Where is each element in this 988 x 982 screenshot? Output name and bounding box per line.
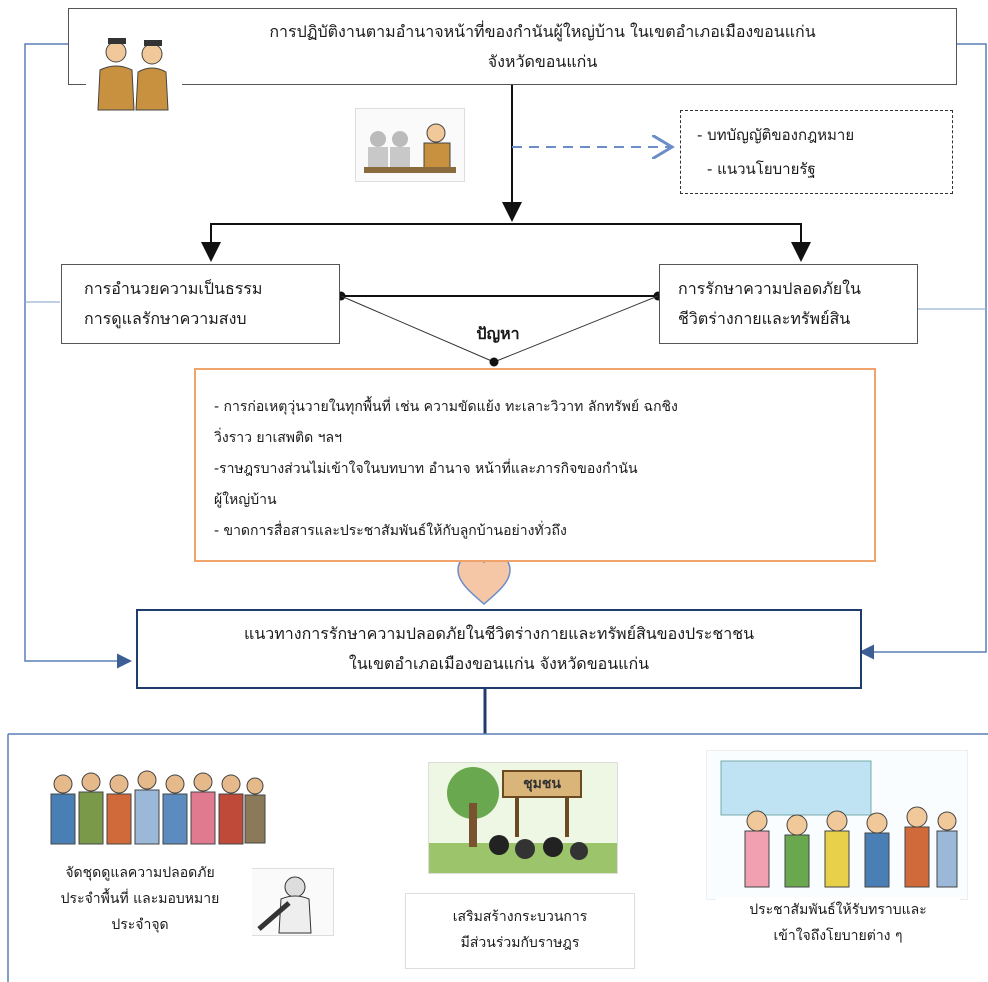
peace-line: การดูแลรักษาความสงบ bbox=[84, 309, 247, 328]
caption-3-line1: ประชาสัมพันธ์ให้รับทราบและ bbox=[749, 902, 927, 918]
caption-1-line2: ประจำพื้นที่ และมอบหมาย bbox=[60, 891, 220, 907]
problem-1-line1: - การก่อเหตุวุ่นวายในทุกพื้นที่ เช่น ควา… bbox=[214, 399, 678, 415]
guideline-box: แนวทางการรักษาความปลอดภัยในชีวิตร่างกายแ… bbox=[136, 609, 862, 689]
problems-box: - การก่อเหตุวุ่นวายในทุกพื้นที่ เช่น ควา… bbox=[194, 368, 876, 562]
guideline-line1: แนวทางการรักษาความปลอดภัยในชีวิตร่างกายแ… bbox=[244, 624, 754, 643]
problem-label: ปัญหา bbox=[476, 324, 520, 343]
meeting-icon bbox=[364, 123, 456, 173]
guideline-line2: ในเขตอำเภอเมืองขอนแก่น จังหวัดขอนแก่น bbox=[348, 654, 650, 673]
caption-public-relations: ประชาสัมพันธ์ให้รับทราบและ เข้าใจถึงโยบา… bbox=[716, 897, 960, 949]
justice-line: การอำนวยความเป็นธรรม bbox=[84, 279, 263, 298]
community-sign: ชุมชน bbox=[523, 776, 561, 792]
caption-3-line2: เข้าใจถึงโยบายต่าง ๆ bbox=[773, 928, 903, 944]
officials-icon bbox=[97, 38, 169, 111]
caption-2-line1: เสริมสร้างกระบวนการ bbox=[452, 909, 588, 925]
justice-peace-box: การอำนวยความเป็นธรรม การดูแลรักษาความสงบ bbox=[61, 264, 340, 344]
public-relations-illustration bbox=[706, 750, 968, 900]
law-item: - บทบัญญัติของกฎหมาย bbox=[697, 126, 855, 144]
top-box-line1: การปฏิบัติงานตามอำนาจหน้าที่ของกำนันผู้ใ… bbox=[269, 21, 816, 41]
officer-icon bbox=[257, 876, 312, 934]
caption-1-line3: ประจำจุด bbox=[111, 917, 169, 933]
public-relations-icon bbox=[720, 760, 958, 888]
community-icon bbox=[429, 767, 617, 873]
community-illustration: ชุมชน bbox=[428, 762, 618, 874]
law-policy-box: - บทบัญญัติของกฎหมาย - แนวนโยบายรัฐ bbox=[680, 110, 953, 194]
top-box: การปฏิบัติงานตามอำนาจหน้าที่ของกำนันผู้ใ… bbox=[68, 8, 957, 85]
problem-1-line2: วิ่งราว ยาเสพติด ฯลฯ bbox=[214, 430, 342, 446]
officer-illustration bbox=[248, 868, 334, 936]
officials-illustration bbox=[86, 30, 182, 114]
top-box-line2: จังหวัดขอนแก่น bbox=[487, 51, 598, 71]
people-group-icon bbox=[50, 770, 266, 845]
caption-2-line2: มีส่วนร่วมกับราษฎร bbox=[460, 935, 580, 951]
problem-3: - ขาดการสื่อสารและประชาสัมพันธ์ให้กับลูก… bbox=[214, 523, 567, 539]
heart-icon bbox=[457, 554, 511, 605]
security-team-illustration bbox=[43, 762, 269, 860]
problem-2-line2: ผู้ใหญ่บ้าน bbox=[214, 492, 277, 508]
problem-2-line1: -ราษฎรบางส่วนไม่เข้าใจในบทบาท อำนาจ หน้า… bbox=[214, 461, 638, 477]
policy-item: - แนวนโยบายรัฐ bbox=[707, 160, 816, 178]
caption-security-team: จัดชุดดูแลความปลอดภัย ประจำพื้นที่ และมอ… bbox=[28, 860, 252, 938]
meeting-illustration bbox=[355, 108, 465, 182]
safety-line2: ชีวิตร่างกายและทรัพย์สิน bbox=[678, 309, 851, 328]
caption-1-line1: จัดชุดดูแลความปลอดภัย bbox=[65, 865, 215, 881]
safety-box: การรักษาความปลอดภัยใน ชีวิตร่างกายและทรั… bbox=[659, 264, 918, 344]
safety-line1: การรักษาความปลอดภัยใน bbox=[678, 279, 861, 298]
caption-participation: เสริมสร้างกระบวนการ มีส่วนร่วมกับราษฎร bbox=[405, 893, 635, 969]
